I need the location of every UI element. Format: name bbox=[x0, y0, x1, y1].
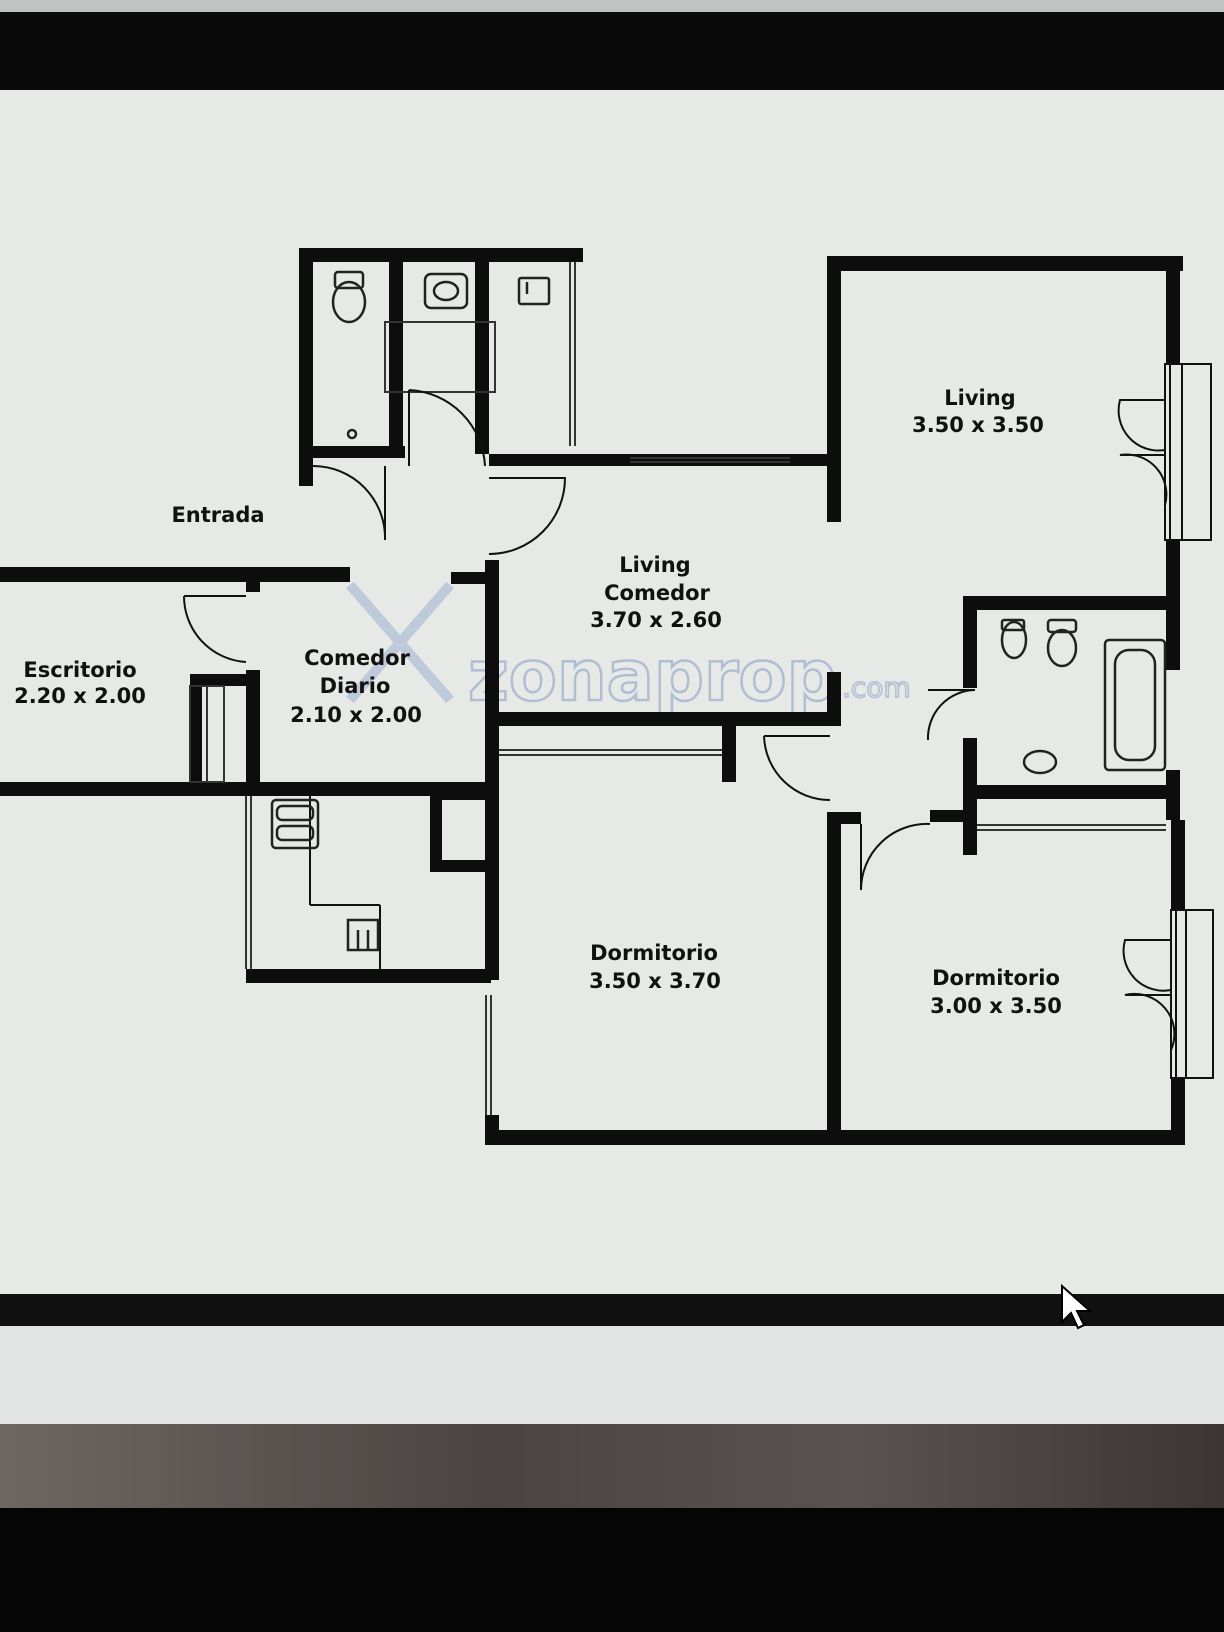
sink-icon bbox=[346, 918, 380, 952]
room-size-comedor-diario: 2.10 x 2.00 bbox=[290, 703, 422, 727]
room-size-escritorio: 2.20 x 2.00 bbox=[14, 684, 146, 708]
room-label-living-comedor-2: Comedor bbox=[604, 581, 710, 605]
room-label-dormitorio-2: Dormitorio bbox=[932, 966, 1060, 990]
room-size-living: 3.50 x 3.50 bbox=[912, 413, 1044, 437]
room-label-escritorio: Escritorio bbox=[23, 658, 136, 682]
screen-top-edge bbox=[0, 0, 1224, 12]
fixtures bbox=[270, 270, 1167, 952]
toilet-icon bbox=[1046, 618, 1078, 668]
walls bbox=[0, 248, 1185, 1145]
balcony-doors bbox=[1117, 363, 1214, 1079]
toilet-icon bbox=[1000, 618, 1028, 660]
room-label-dormitorio-1: Dormitorio bbox=[590, 941, 718, 965]
room-size-living-comedor: 3.70 x 2.60 bbox=[590, 608, 722, 632]
mouse-cursor-icon bbox=[1061, 1283, 1093, 1330]
room-label-living-comedor-1: Living bbox=[619, 553, 690, 577]
sink-icon bbox=[1022, 749, 1058, 775]
floor-plan-screen bbox=[0, 90, 1224, 1300]
room-label-living: Living bbox=[944, 386, 1015, 410]
sink-icon bbox=[517, 276, 551, 306]
windows bbox=[189, 262, 1166, 1115]
monitor-bezel bbox=[0, 1424, 1224, 1508]
svg-text:zonaprop: zonaprop bbox=[468, 635, 837, 717]
room-label-entrada: Entrada bbox=[171, 503, 264, 527]
door-swing-icon bbox=[1117, 399, 1166, 452]
monitor-bottom bbox=[0, 1508, 1224, 1632]
stove-icon bbox=[270, 798, 320, 850]
watermark-logo-icon bbox=[346, 581, 454, 704]
sink-icon bbox=[423, 272, 469, 310]
room-size-dormitorio-2: 3.00 x 3.50 bbox=[930, 994, 1062, 1018]
screen-divider-bar bbox=[0, 1294, 1224, 1326]
lower-screen-strip bbox=[0, 1326, 1224, 1424]
svg-text:.com: .com bbox=[842, 671, 911, 704]
monitor-top-band bbox=[0, 12, 1224, 102]
room-size-dormitorio-1: 3.50 x 3.70 bbox=[589, 969, 721, 993]
room-labels: Entrada Living 3.50 x 3.50 Living Comedo… bbox=[14, 386, 1062, 1018]
bathtub-icon bbox=[1103, 638, 1167, 772]
shower-drain-icon bbox=[346, 428, 358, 440]
room-label-comedor-diario-1: Comedor bbox=[304, 646, 410, 670]
zonaprop-watermark: zonaprop .com bbox=[346, 581, 912, 718]
interior-doors bbox=[182, 389, 976, 969]
toilet-icon bbox=[331, 270, 367, 324]
room-label-comedor-diario-2: Diario bbox=[320, 674, 391, 698]
